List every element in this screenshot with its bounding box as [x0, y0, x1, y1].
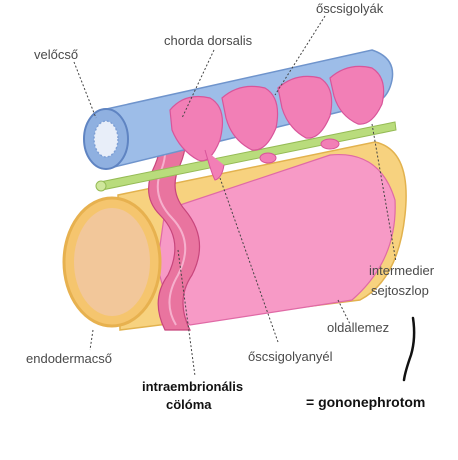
somites — [169, 65, 385, 181]
somite-1 — [169, 95, 223, 162]
intermediate-mesoderm-blob — [320, 138, 340, 150]
leader-coelom — [177, 249, 196, 377]
leader-intermedier — [371, 123, 397, 263]
leader-oscsigolyak — [274, 15, 326, 96]
leader-velocso — [73, 61, 97, 119]
label-intraembrionalis: intraembrionális — [142, 379, 244, 394]
somite-stalk-2 — [259, 152, 277, 164]
label-oscsigolyanyel: őscsigolyanyél — [248, 349, 333, 364]
somite-2 — [221, 85, 279, 151]
gononephrotom-bracket — [402, 316, 416, 382]
label-endodermacso: endodermacső — [26, 351, 112, 366]
label-velocso: velőcső — [34, 47, 79, 62]
leader-oldallemez — [337, 299, 351, 325]
label-sejtoszlop: sejtoszlop — [371, 283, 429, 298]
label-gononephrotom: = gononephrotom — [306, 394, 426, 410]
label-chorda-dorsalis: chorda dorsalis — [164, 33, 253, 48]
endoderm-lumen — [74, 208, 150, 316]
leader-endodermacso — [89, 329, 94, 351]
label-oscsigolyak: őscsigolyák — [316, 1, 384, 16]
somite-4 — [329, 65, 385, 125]
notochord-end — [95, 180, 107, 192]
neural-tube-lumen — [93, 120, 119, 158]
leader-oscsigolyanyel — [219, 177, 279, 343]
label-oldallemez: oldallemez — [327, 320, 390, 335]
leader-lines — [73, 15, 397, 377]
label-intermedier: intermedier — [369, 263, 435, 278]
label-coloma: cölóma — [166, 397, 212, 412]
somite-3 — [277, 75, 333, 139]
somite-stalk — [204, 149, 225, 181]
leader-chorda — [181, 49, 215, 119]
